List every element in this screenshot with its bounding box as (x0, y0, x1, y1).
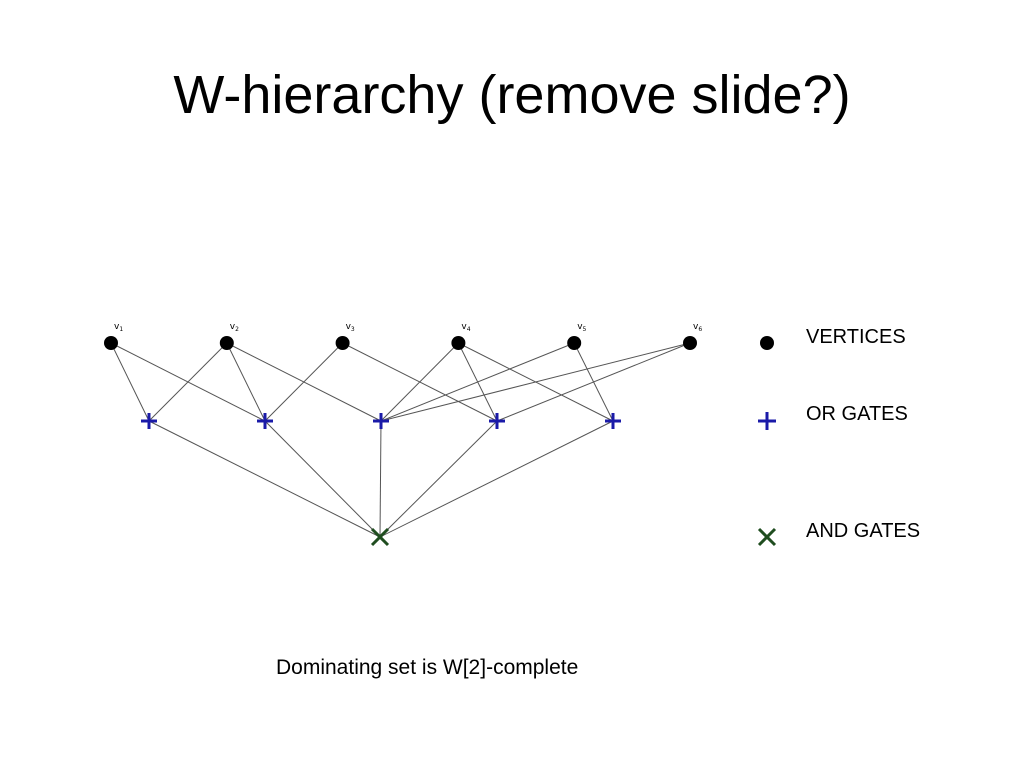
and-gate-a1 (370, 527, 390, 547)
edge-o5-a1 (379, 420, 614, 538)
legend-vertices-label: VERTICES (806, 326, 906, 348)
legend-vertex-icon (760, 336, 774, 350)
edge-o4-a1 (379, 420, 498, 538)
or-gate-o1 (141, 413, 157, 429)
edge-o2-a1 (264, 420, 381, 538)
or-gate-o2 (257, 413, 273, 429)
edge-v5-o3 (380, 342, 575, 422)
vertex-v2 (219, 336, 234, 350)
or-gate-o5 (605, 413, 621, 429)
nodes-layer: v1 v2 v3 v4 v5 v6 (104, 322, 702, 547)
vertex-v5 (567, 336, 582, 350)
vertex-v6 (683, 336, 697, 350)
edge-v6-o4 (496, 342, 691, 422)
vertex-label-v1: v1 (114, 322, 123, 333)
vertex-label-v3: v3 (346, 322, 355, 333)
legend-or-gates-label: OR GATES (806, 403, 908, 425)
edge-v4-o3 (380, 342, 459, 422)
vertex-label-v2: v2 (230, 322, 239, 333)
edge-v2-o2 (226, 342, 266, 422)
vertex-v3 (335, 336, 350, 350)
legend-or-gate-icon (758, 412, 776, 430)
caption: Dominating set is W[2]-complete (276, 656, 579, 679)
or-gate-o4 (489, 413, 505, 429)
edge-v6-o3 (380, 342, 691, 422)
slide-title: W-hierarchy (remove slide?) (173, 65, 851, 125)
edge-o3-a1 (379, 420, 382, 538)
edge-v3-o2 (264, 342, 343, 422)
legend: VERTICES OR GATES AND GATES (757, 326, 920, 547)
vertex-v4 (451, 336, 466, 350)
edge-v2-o1 (148, 342, 228, 422)
or-gate-o3 (373, 413, 389, 429)
vertex-v1 (104, 336, 118, 350)
edge-o1-a1 (148, 420, 381, 538)
vertex-label-v4: v4 (461, 322, 470, 333)
vertex-label-v5: v5 (577, 322, 586, 333)
vertex-label-v6: v6 (693, 322, 702, 333)
legend-and-gates-label: AND GATES (806, 520, 920, 542)
edges-layer (110, 342, 691, 538)
edge-v1-o1 (110, 342, 150, 422)
legend-and-gate-icon (757, 527, 777, 547)
